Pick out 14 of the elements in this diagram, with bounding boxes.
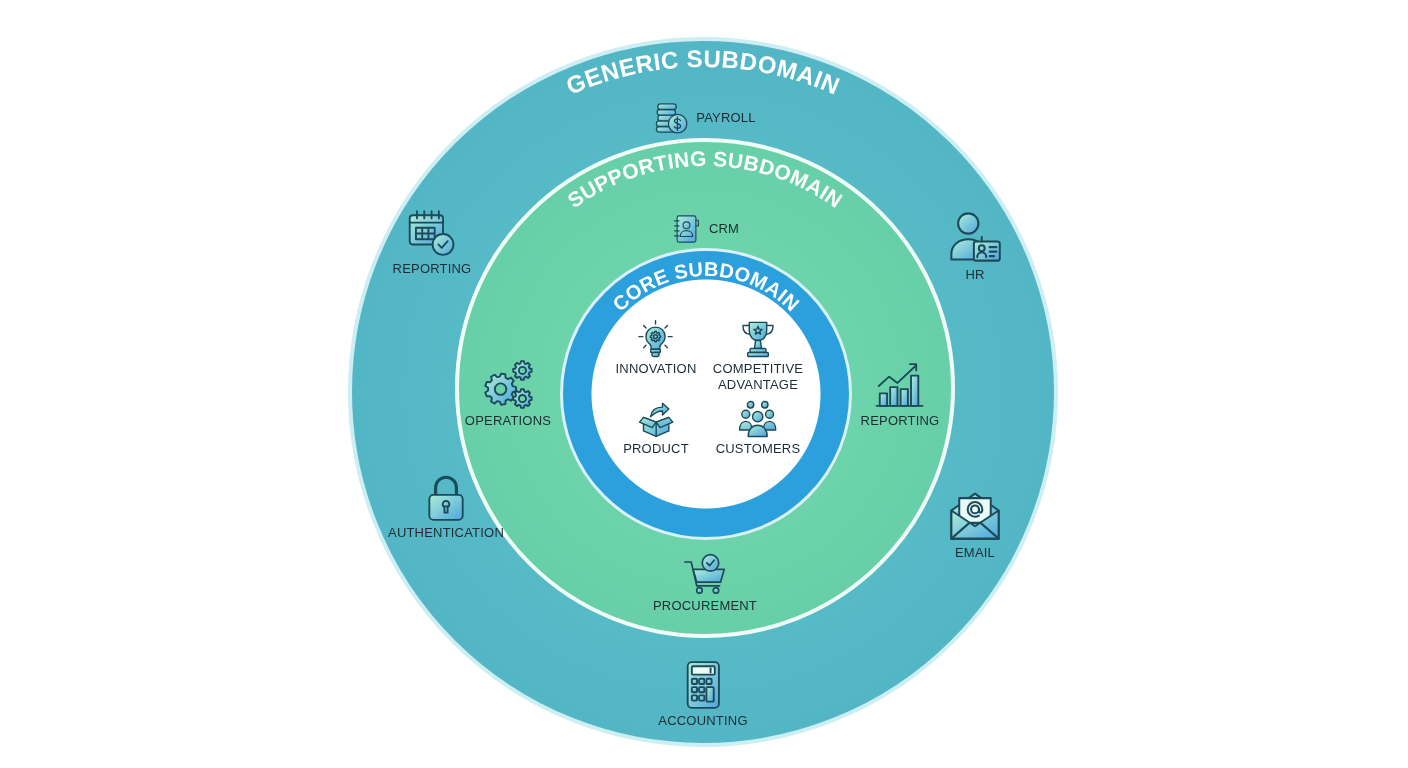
item-label: OPERATIONS — [464, 413, 552, 429]
item-label: ACCOUNTING — [658, 713, 748, 729]
item-label: INNOVATION — [615, 361, 697, 377]
item-label: CUSTOMERS — [715, 441, 801, 457]
item-label: CRM — [708, 221, 740, 237]
item-label: PRODUCT — [623, 441, 689, 457]
item-label: HR — [965, 267, 985, 283]
item-label: EMAIL — [955, 545, 995, 561]
item-label: PROCUREMENT — [653, 598, 757, 614]
item-label: AUTHENTICATION — [388, 525, 504, 541]
item-label: REPORTING — [392, 261, 472, 277]
item-label: PAYROLL — [696, 110, 756, 126]
item-label: COMPETITIVE ADVANTAGE — [711, 361, 805, 393]
item-label: REPORTING — [860, 413, 940, 429]
